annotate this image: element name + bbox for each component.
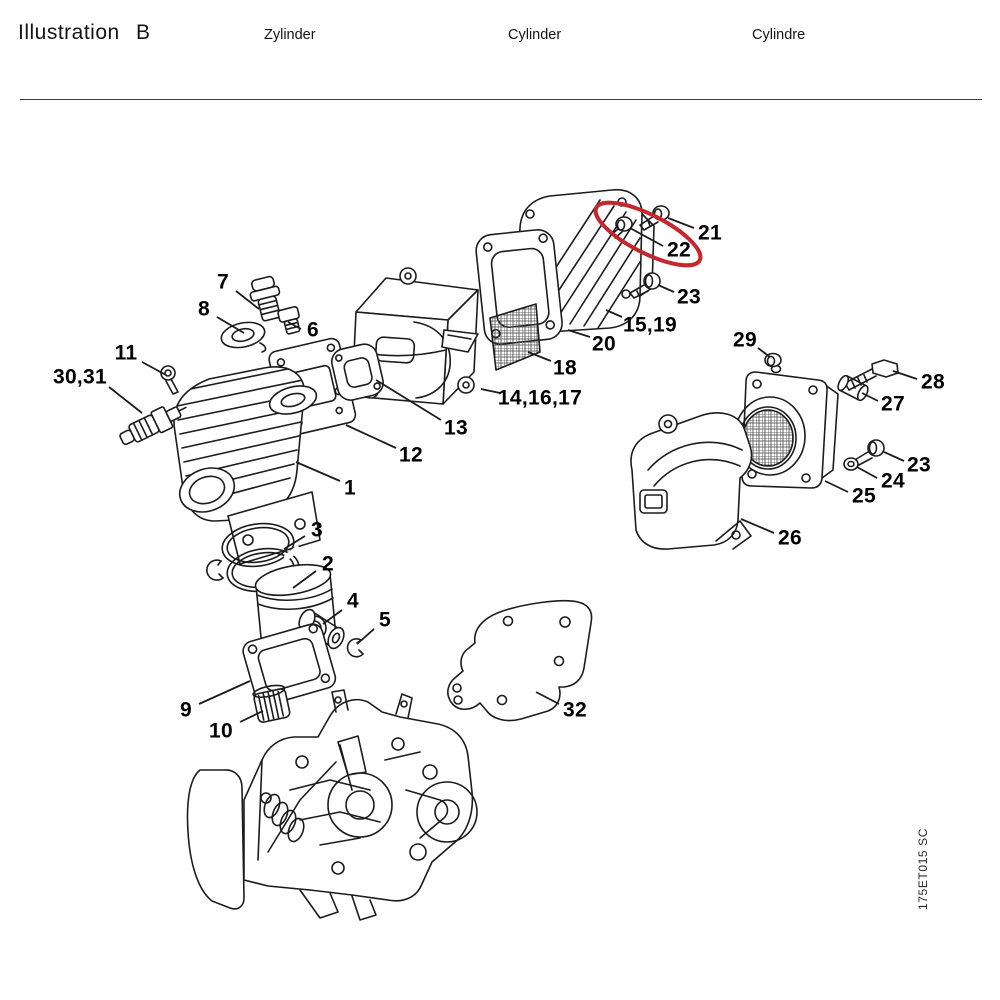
part-label-32: 32	[563, 698, 587, 722]
leader-line-12	[345, 424, 397, 449]
part-cylinder	[173, 366, 321, 565]
part-label-2: 2	[322, 552, 334, 576]
leader-line-22	[629, 227, 664, 247]
part-label-24: 24	[881, 469, 905, 493]
document-code: 175ET015 SC	[916, 828, 930, 910]
leader-line-21	[667, 217, 695, 229]
part-label-30-31: 30,31	[52, 365, 108, 389]
leader-line-8	[216, 316, 245, 334]
part-label-27: 27	[881, 392, 905, 416]
part-valve-cap	[220, 321, 267, 353]
part-label-1: 1	[344, 476, 356, 500]
leader-line-13	[375, 379, 442, 421]
part-label-15-19: 15,19	[622, 313, 678, 337]
part-plug-screw	[277, 306, 301, 335]
part-engine-block	[186, 689, 478, 921]
part-label-9: 9	[180, 698, 192, 722]
part-screw-22	[610, 216, 633, 239]
leader-line-4	[322, 609, 343, 625]
leader-line-3	[283, 535, 306, 550]
part-label-6: 6	[307, 318, 319, 342]
part-circlip-left	[206, 559, 224, 581]
leader-line-2	[292, 570, 317, 589]
leader-line-9	[198, 680, 251, 705]
part-cylinder-gasket	[242, 623, 337, 707]
part-spark-screen	[489, 303, 541, 371]
header-column-french: Cylindre	[752, 27, 806, 43]
part-spark-arrestor	[734, 371, 839, 489]
leader-line-29	[757, 347, 771, 358]
leader-line-23-right	[883, 451, 905, 462]
leader-line-14-16-17	[480, 388, 501, 394]
leader-line-26	[740, 518, 775, 534]
part-label-28: 28	[921, 370, 945, 394]
part-label-21: 21	[698, 221, 722, 245]
part-label-7: 7	[217, 270, 229, 294]
leader-lines	[108, 217, 918, 723]
leader-line-6	[287, 321, 302, 330]
leader-line-18	[527, 351, 552, 362]
part-bolt-28	[844, 359, 899, 391]
page-title: Illustration B	[18, 21, 151, 44]
leader-line-5	[356, 628, 375, 645]
header-column-german: Zylinder	[264, 27, 316, 43]
leader-line-15-19	[605, 309, 623, 318]
header-divider	[20, 99, 982, 100]
part-decompression-valve	[249, 275, 281, 322]
leader-line-28	[892, 370, 918, 380]
part-needle-bearing	[252, 684, 291, 723]
part-muffler-shell	[630, 412, 753, 550]
part-label-20: 20	[592, 332, 616, 356]
leader-line-24	[856, 466, 878, 479]
part-label-23-right: 23	[907, 453, 931, 477]
part-label-26: 26	[778, 526, 802, 550]
leader-line-32	[535, 691, 560, 705]
part-label-13: 13	[444, 416, 468, 440]
part-spark-plug	[119, 406, 187, 446]
part-muffler-body	[351, 267, 479, 405]
part-label-22: 22	[667, 238, 691, 262]
highlight-layer	[593, 200, 703, 268]
part-label-10: 10	[209, 719, 233, 743]
part-screw-11	[160, 365, 179, 395]
part-label-4: 4	[347, 589, 359, 613]
leader-line-30-31	[108, 386, 143, 414]
leader-line-10	[239, 710, 264, 723]
part-label-3: 3	[311, 518, 323, 542]
highlight-ellipse	[593, 200, 703, 268]
part-crankcase-gasket	[447, 599, 593, 722]
leader-line-27	[861, 392, 879, 402]
leader-line-7	[235, 290, 260, 310]
part-label-29: 29	[733, 328, 757, 352]
part-label-11: 11	[114, 341, 138, 365]
leader-line-1	[295, 461, 341, 482]
leader-line-11	[141, 361, 167, 376]
part-screw-29	[764, 352, 782, 374]
header-column-english: Cylinder	[508, 27, 562, 43]
part-label-5: 5	[379, 608, 391, 632]
leader-line-20	[567, 329, 591, 338]
part-label-25: 25	[852, 484, 876, 508]
part-label-14-16-17: 14,16,17	[497, 386, 583, 410]
part-washer-24	[843, 457, 859, 471]
part-label-23-upper: 23	[677, 285, 701, 309]
part-exhaust-gasket	[331, 343, 384, 401]
leader-line-23-upper	[657, 284, 675, 293]
part-label-12: 12	[399, 443, 423, 467]
part-label-18: 18	[553, 356, 577, 380]
part-label-8: 8	[198, 297, 210, 321]
leader-line-25	[824, 480, 849, 493]
part-screw-23-upper	[629, 272, 661, 299]
